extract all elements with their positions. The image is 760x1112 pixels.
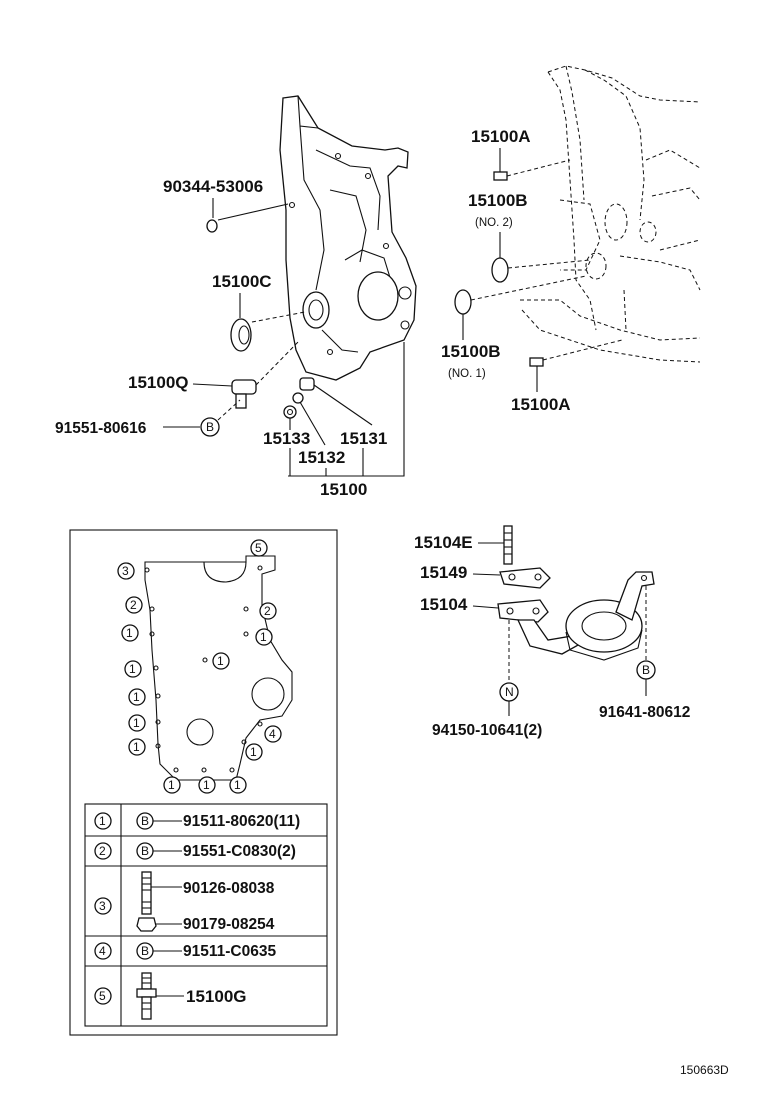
label-15100a-top: 15100A: [471, 127, 531, 146]
label-91641-80612: 91641-80612: [599, 704, 690, 721]
table-row-2-num: 2: [94, 842, 112, 860]
svg-text:2: 2: [264, 604, 271, 618]
o-ring-no1-icon: [454, 289, 472, 315]
knock-pin-top-icon: [493, 171, 508, 181]
label-15133: 15133: [263, 429, 310, 448]
svg-text:3: 3: [99, 899, 106, 913]
pos-3-callout: 3: [117, 562, 135, 580]
pos-1-callout-g: 1: [128, 738, 146, 756]
svg-text:1: 1: [99, 814, 106, 828]
pos-1-callout-i: 1: [163, 776, 181, 794]
svg-text:N: N: [505, 685, 514, 699]
pos-1-callout-e: 1: [128, 688, 146, 706]
label-15104e: 15104E: [414, 533, 473, 552]
label-94150-10641: 94150-10641(2): [432, 722, 542, 739]
timing-cover-illustration: [279, 95, 417, 381]
diagram-code: 150663D: [680, 1063, 729, 1077]
svg-text:B: B: [141, 814, 149, 828]
pos-4-callout: 4: [264, 725, 282, 743]
label-15100b-no1-note: (NO. 1): [448, 368, 486, 380]
marker-b-strainer: B: [636, 660, 656, 680]
bolt-position-frame: [69, 529, 338, 1036]
nut-icon: [136, 917, 157, 932]
label-15100q: 15100Q: [128, 373, 189, 392]
label-15100b-no2: 15100B: [468, 191, 528, 210]
svg-text:4: 4: [99, 944, 106, 958]
marker-b-cover: B: [200, 417, 220, 437]
svg-text:1: 1: [168, 778, 175, 792]
marker-n: N: [499, 682, 519, 702]
stud-15100g-icon: [136, 972, 157, 1020]
bolt-table: [84, 803, 328, 1027]
svg-text:1: 1: [217, 654, 224, 668]
svg-text:2: 2: [130, 598, 137, 612]
svg-text:1: 1: [129, 662, 136, 676]
label-15100c: 15100C: [212, 272, 272, 291]
label-90344-53006: 90344-53006: [163, 177, 263, 196]
pos-2-callout-right: 2: [259, 602, 277, 620]
svg-text:5: 5: [99, 989, 106, 1003]
svg-text:1: 1: [260, 630, 267, 644]
svg-text:1: 1: [203, 778, 210, 792]
svg-text:2: 2: [99, 844, 106, 858]
engine-block-illustration: [520, 65, 701, 363]
label-15100a-bottom: 15100A: [511, 395, 571, 414]
pos-5-callout: 5: [250, 539, 268, 557]
table-row-1-num: 1: [94, 812, 112, 830]
label-91551-80616: 91551-80616: [55, 420, 147, 437]
label-15100b-no1: 15100B: [441, 342, 501, 361]
table-row-5-part: 15100G: [186, 987, 247, 1006]
svg-text:1: 1: [133, 716, 140, 730]
table-row-1-marker: B: [136, 812, 154, 830]
svg-text:B: B: [141, 844, 149, 858]
svg-text:1: 1: [133, 740, 140, 754]
label-15132: 15132: [298, 448, 345, 467]
table-row-3-part-b: 90179-08254: [183, 916, 275, 933]
pos-1-callout-f: 1: [128, 714, 146, 732]
svg-text:3: 3: [122, 564, 129, 578]
table-row-4-marker: B: [136, 942, 154, 960]
table-row-1-part: 91511-80620(11): [183, 813, 300, 830]
table-row-2-part: 91551-C0830(2): [183, 843, 296, 860]
union-15100q-illustration: [231, 339, 301, 409]
svg-text:B: B: [141, 944, 149, 958]
table-row-3-part-a: 90126-08038: [183, 880, 275, 897]
plug-90344-53006-illustration: [206, 203, 289, 233]
stud-bolt-icon: [141, 871, 152, 915]
table-row-4-part: 91511-C0635: [183, 943, 276, 960]
pos-1-callout-b: 1: [255, 628, 273, 646]
svg-text:5: 5: [255, 541, 262, 555]
label-15104: 15104: [420, 595, 468, 614]
relief-valve-illustration: [283, 377, 315, 419]
svg-text:4: 4: [269, 727, 276, 741]
oil-strainer-illustration: [497, 525, 655, 661]
label-15100: 15100: [320, 480, 367, 499]
table-row-4-num: 4: [94, 942, 112, 960]
table-row-3-num: 3: [94, 897, 112, 915]
pos-1-callout-c: 1: [212, 652, 230, 670]
pos-2-callout-left: 2: [125, 596, 143, 614]
table-row-5-num: 5: [94, 987, 112, 1005]
table-row-2-marker: B: [136, 842, 154, 860]
svg-text:B: B: [642, 663, 650, 677]
pos-1-callout-k: 1: [229, 776, 247, 794]
pos-1-callout-h: 1: [245, 743, 263, 761]
pos-1-callout-a: 1: [121, 624, 139, 642]
cover-bolt-outline: [144, 555, 293, 781]
svg-text:1: 1: [234, 778, 241, 792]
pos-1-callout-j: 1: [198, 776, 216, 794]
label-15131: 15131: [340, 429, 387, 448]
oil-seal-15100c-illustration: [230, 311, 306, 352]
svg-text:1: 1: [250, 745, 257, 759]
o-ring-no2-icon: [491, 257, 509, 283]
pos-1-callout-d: 1: [124, 660, 142, 678]
svg-text:B: B: [206, 420, 214, 434]
label-15149: 15149: [420, 563, 467, 582]
svg-text:1: 1: [126, 626, 133, 640]
label-15100b-no2-note: (NO. 2): [475, 217, 513, 229]
svg-text:1: 1: [133, 690, 140, 704]
knock-pin-bottom-icon: [529, 357, 544, 367]
